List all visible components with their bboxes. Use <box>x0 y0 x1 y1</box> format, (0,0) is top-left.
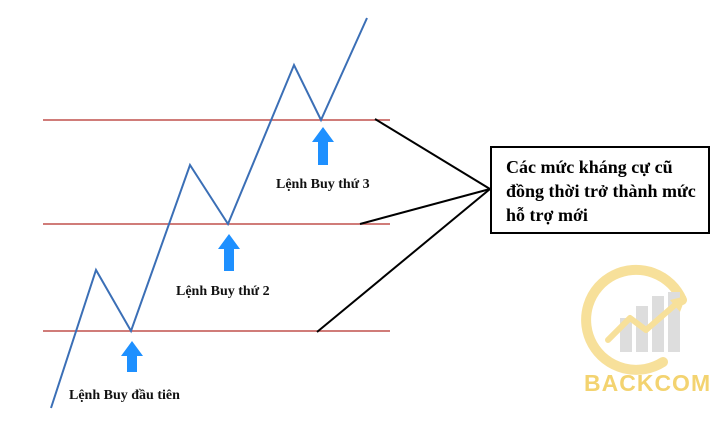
callout-connector-middle <box>359 188 491 225</box>
logo-ring <box>581 264 687 375</box>
buy-arrow-3-icon <box>312 127 334 165</box>
backcom-logo <box>581 264 687 375</box>
buy-label-2: Lệnh Buy thứ 2 <box>176 284 270 299</box>
logo-growth-arrow <box>605 301 679 343</box>
callout-box: Các mức kháng cự cũ đồng thời trở thành … <box>490 146 710 234</box>
buy-label-3: Lệnh Buy thứ 3 <box>276 177 370 192</box>
logo-bar-3 <box>652 296 664 352</box>
price-path <box>50 17 368 409</box>
buy-label-1: Lệnh Buy đầu tiên <box>69 388 180 403</box>
logo-arrow-head <box>670 296 686 312</box>
callout-text: Các mức kháng cự cũ đồng thời trở thành … <box>506 157 696 225</box>
buy-arrow-2-icon <box>218 234 240 271</box>
watermark-brand-text: BACKCOM <box>584 370 712 396</box>
callout-connector-top <box>374 118 491 190</box>
callout-connector-bottom <box>316 188 491 333</box>
buy-arrow-1-icon <box>121 341 143 372</box>
